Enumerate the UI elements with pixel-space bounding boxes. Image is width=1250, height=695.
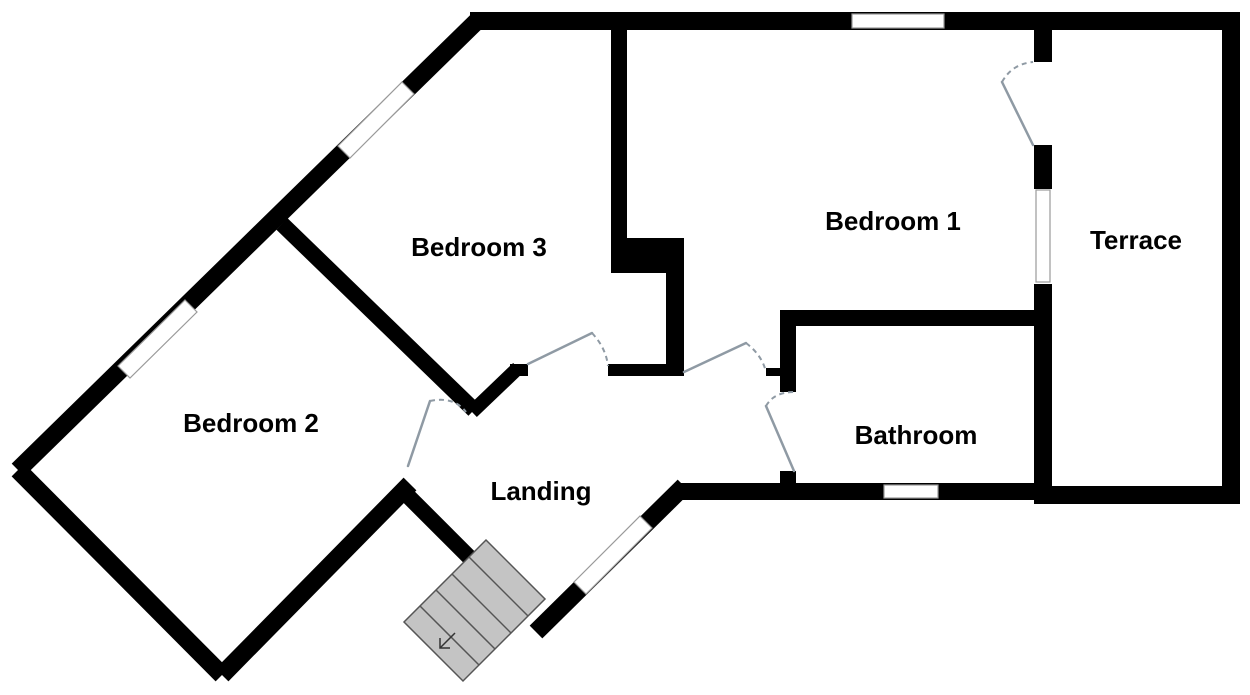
wall-bathroom-left-lower [780, 471, 796, 500]
room-labels: Bedroom 1 Bedroom 2 Bedroom 3 Terrace Ba… [183, 206, 1182, 506]
room-label-bathroom: Bathroom [855, 420, 978, 450]
staircase [402, 538, 547, 683]
window-landing-diag [573, 515, 653, 595]
wall-terrace-right [1222, 12, 1240, 504]
room-label-bedroom-1: Bedroom 1 [825, 206, 961, 236]
room-label-landing: Landing [490, 476, 591, 506]
door-bedroom3-leaf [526, 331, 594, 366]
room-label-terrace: Terrace [1090, 225, 1182, 255]
wall-b2-b3-divider [276, 218, 480, 416]
window-bedroom1-top [851, 13, 945, 29]
wall-bathroom-top [780, 310, 1042, 326]
door-bedroom1-leaf [682, 341, 748, 374]
interior-walls [276, 25, 1052, 504]
wall-bedroom2-lower [215, 477, 417, 682]
room-label-bedroom-3: Bedroom 3 [411, 232, 547, 262]
stair-tread-3 [451, 573, 512, 634]
wall-bathroom-left-upper [780, 310, 796, 392]
door-bathroom-leaf [764, 404, 796, 473]
stair-tread-1 [419, 605, 480, 666]
door-bedroom3-swing [591, 332, 609, 367]
wall-diagonal-lower [11, 463, 229, 682]
stair-tread-2 [435, 589, 496, 650]
wall-bathroom-stub [766, 368, 786, 376]
doors [406, 61, 1035, 473]
outer-walls [11, 12, 1240, 682]
wall-b3-b1-lower [666, 238, 684, 374]
door-bedroom2-swing [429, 398, 467, 413]
door-bathroom-swing [765, 391, 795, 407]
wall-bathroom-bottom [680, 483, 1040, 500]
window-bedroom2-diag [117, 299, 198, 379]
wall-b1-terrace-upper [1034, 25, 1052, 62]
stair-tread-4 [468, 556, 529, 617]
wall-diagonal-upper [11, 13, 485, 477]
window-bathroom [883, 484, 939, 499]
window-bedroom3-diag [337, 81, 415, 159]
wall-b1-terrace-lower [1034, 284, 1052, 504]
door-terrace-swing [1001, 61, 1034, 83]
wall-b3-bottom-right [608, 364, 684, 376]
arrow-down-left-icon [439, 632, 456, 649]
door-bedroom2-leaf [406, 399, 432, 468]
wall-terrace-bottom [1035, 486, 1240, 504]
windows [117, 13, 1051, 595]
wall-b3-b1-divider [611, 25, 627, 273]
window-bedroom1-terrace [1035, 189, 1051, 283]
door-bedroom1-swing [745, 342, 767, 373]
wall-b1-terrace-mid [1034, 145, 1052, 189]
room-label-bedroom-2: Bedroom 2 [183, 408, 319, 438]
wall-stair-left [398, 486, 476, 564]
door-terrace-leaf [1000, 80, 1035, 147]
wall-b3-corner [467, 362, 523, 418]
